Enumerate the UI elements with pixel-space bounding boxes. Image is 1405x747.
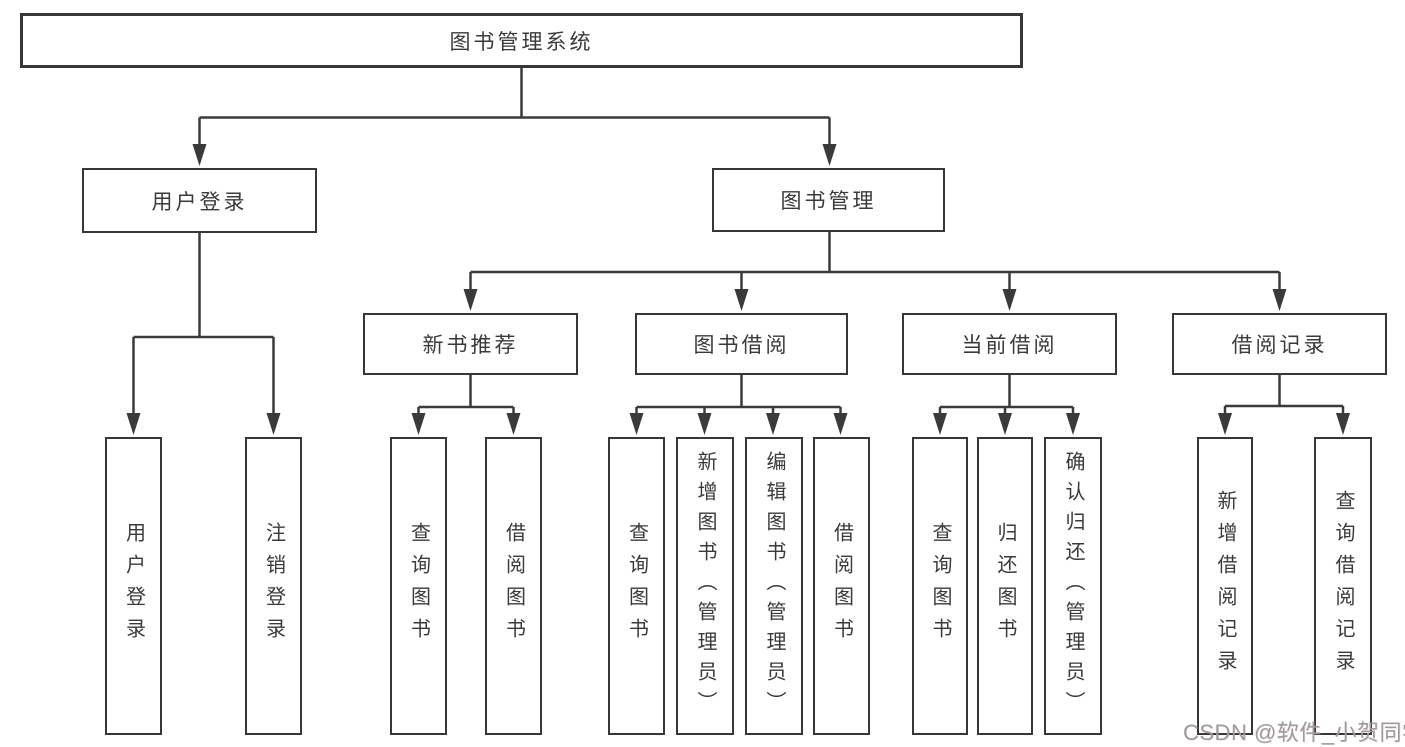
leaf-record-query: 查询借阅记录 — [1314, 437, 1372, 735]
node-new-book-recommend: 新书推荐 — [363, 313, 578, 375]
leaf-logout-label: 注销登录 — [262, 522, 285, 650]
node-book-management: 图书管理 — [712, 168, 945, 232]
leaf-borrow-edit-admin: 编辑图书（管理员） — [745, 437, 803, 735]
leaf-borrow-add-admin: 新增图书（管理员） — [676, 437, 734, 735]
leaf-newbook-query-label: 查询图书 — [407, 522, 430, 650]
leaf-newbook-borrow-label: 借阅图书 — [502, 522, 525, 650]
node-root: 图书管理系统 — [20, 13, 1023, 68]
leaf-borrow-edit-admin-label: 编辑图书（管理员） — [763, 451, 785, 721]
leaf-record-add: 新增借阅记录 — [1197, 437, 1253, 735]
leaf-record-add-label: 新增借阅记录 — [1214, 490, 1236, 682]
arrow-current-borrow — [1002, 289, 1017, 311]
watermark-text: CSDN @软件_小贺同学 — [1183, 720, 1405, 745]
arrow-user-login — [192, 144, 207, 166]
leaf-newbook-query: 查询图书 — [390, 437, 447, 735]
node-root-label: 图书管理系统 — [449, 30, 594, 54]
leaf-current-confirm-admin: 确认归还（管理员） — [1044, 437, 1102, 735]
leaf-current-return: 归还图书 — [977, 437, 1033, 735]
leaf-user-login-label: 用户登录 — [122, 522, 145, 650]
leaf-current-confirm-admin-label: 确认归还（管理员） — [1062, 451, 1084, 721]
leaf-borrow-query: 查询图书 — [608, 437, 665, 735]
leaf-borrow-query-label: 查询图书 — [625, 522, 648, 650]
arrow-new-book — [463, 289, 478, 311]
leaf-current-query-label: 查询图书 — [929, 522, 951, 650]
leaf-user-login: 用户登录 — [105, 437, 162, 735]
leaf-current-query: 查询图书 — [912, 437, 968, 735]
node-user-login-label: 用户登录 — [151, 190, 248, 214]
node-book-borrow: 图书借阅 — [635, 313, 848, 375]
node-user-login: 用户登录 — [82, 168, 317, 233]
node-borrow-record-label: 借阅记录 — [1231, 334, 1328, 357]
leaf-logout: 注销登录 — [245, 437, 302, 735]
leaf-record-query-label: 查询借阅记录 — [1332, 490, 1354, 682]
node-new-book-recommend-label: 新书推荐 — [422, 334, 519, 357]
arrow-book-borrow — [734, 289, 749, 311]
node-book-borrow-label: 图书借阅 — [693, 334, 790, 357]
leaf-current-return-label: 归还图书 — [994, 522, 1016, 650]
leaf-borrow-book-label: 借阅图书 — [830, 522, 853, 650]
node-current-borrow-label: 当前借阅 — [961, 334, 1058, 357]
arrow-book-management — [822, 144, 837, 166]
arrowheads — [126, 144, 1350, 435]
leaf-newbook-borrow: 借阅图书 — [485, 437, 542, 735]
leaf-borrow-book: 借阅图书 — [813, 437, 870, 735]
arrow-borrow-record — [1272, 289, 1287, 311]
leaf-borrow-add-admin-label: 新增图书（管理员） — [694, 451, 716, 721]
node-borrow-record: 借阅记录 — [1172, 313, 1387, 375]
node-book-management-label: 图书管理 — [780, 190, 877, 213]
node-current-borrow: 当前借阅 — [902, 313, 1117, 375]
